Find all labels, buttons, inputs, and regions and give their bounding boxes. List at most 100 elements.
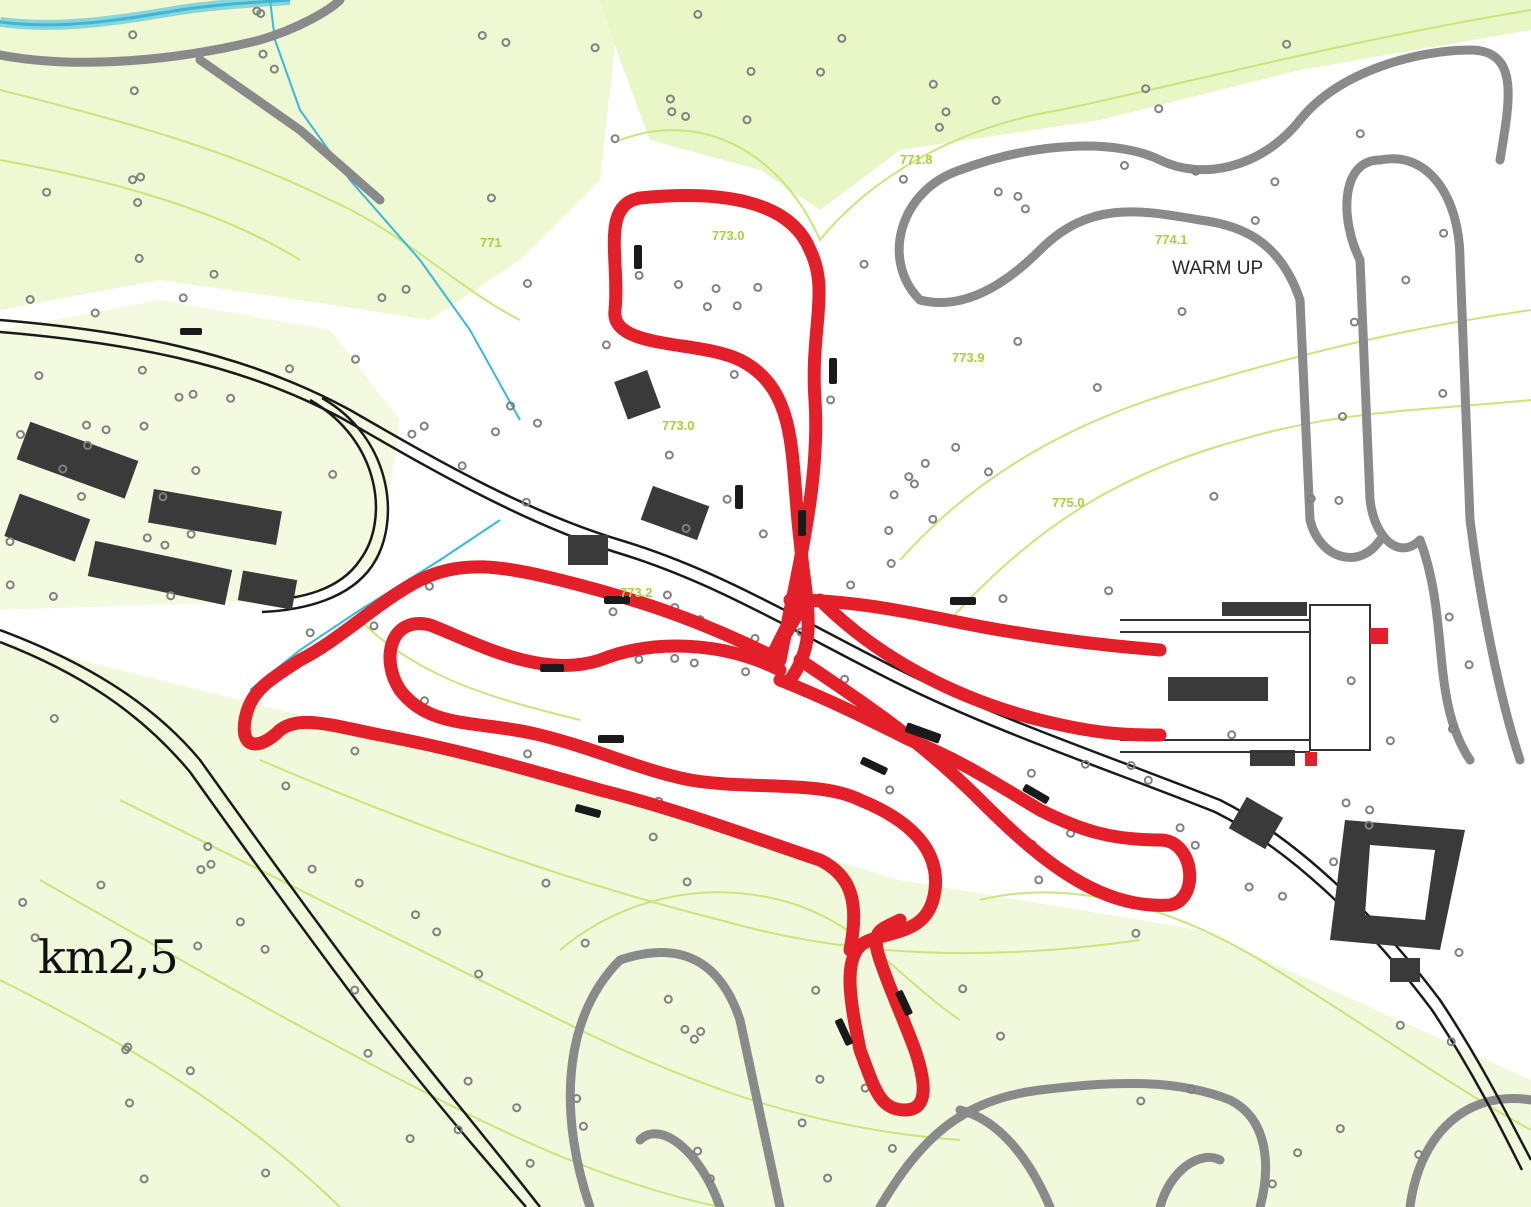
tree-marker bbox=[1444, 612, 1454, 622]
tree-marker bbox=[25, 295, 35, 304]
tree-marker bbox=[533, 418, 542, 428]
tree-marker bbox=[705, 1174, 715, 1184]
tree-marker bbox=[258, 49, 268, 59]
tree-marker bbox=[1227, 730, 1237, 740]
tree-marker bbox=[1177, 307, 1187, 316]
tree-marker bbox=[351, 354, 360, 364]
tree-marker bbox=[711, 284, 721, 293]
tree-marker bbox=[1143, 775, 1153, 785]
tree-marker bbox=[160, 540, 170, 550]
tree-marker bbox=[209, 269, 219, 279]
tree-marker bbox=[742, 115, 752, 125]
tree-marker bbox=[474, 969, 484, 979]
warm-up-label: WARM UP bbox=[1172, 258, 1264, 279]
scale-label: km2,5 bbox=[38, 930, 179, 984]
elevation-label: 773.9 bbox=[952, 350, 985, 365]
elevation-label: 775.0 bbox=[1052, 495, 1085, 510]
tree-marker bbox=[1270, 177, 1280, 187]
tree-marker bbox=[886, 559, 896, 568]
tree-marker bbox=[206, 859, 216, 869]
tree-marker bbox=[188, 389, 198, 399]
tree-marker bbox=[608, 607, 618, 617]
tree-marker bbox=[129, 86, 139, 96]
tree-marker bbox=[578, 1121, 588, 1131]
tree-marker bbox=[501, 38, 511, 47]
tree-marker bbox=[521, 497, 531, 507]
tree-marker bbox=[541, 878, 551, 888]
tree-marker bbox=[634, 270, 644, 280]
tree-marker bbox=[1414, 1150, 1424, 1159]
tree-marker bbox=[486, 193, 496, 203]
tree-marker bbox=[846, 580, 856, 590]
tree-marker bbox=[139, 421, 149, 431]
tree-marker bbox=[121, 1045, 131, 1055]
tree-marker bbox=[681, 523, 691, 533]
tree-marker bbox=[1190, 840, 1200, 850]
tree-marker bbox=[670, 653, 680, 663]
tree-marker bbox=[203, 842, 213, 851]
tree-marker bbox=[1034, 875, 1044, 885]
tree-marker bbox=[1141, 84, 1151, 94]
tree-marker bbox=[837, 33, 847, 43]
tree-marker bbox=[125, 1098, 134, 1108]
elevation-label: 773.0 bbox=[712, 228, 745, 243]
tree-marker bbox=[815, 1074, 825, 1084]
tree-marker bbox=[196, 865, 206, 875]
tree-marker bbox=[90, 308, 100, 318]
tree-marker bbox=[884, 526, 894, 535]
tree-marker bbox=[823, 1173, 833, 1183]
tree-marker bbox=[1131, 928, 1141, 938]
tree-marker bbox=[185, 1066, 195, 1076]
stadium bbox=[1120, 604, 1388, 766]
tree-marker bbox=[281, 781, 291, 791]
tree-marker bbox=[1191, 166, 1201, 176]
tree-marker bbox=[998, 594, 1008, 604]
tree-marker bbox=[920, 458, 930, 468]
tree-marker bbox=[689, 1034, 699, 1044]
tree-marker bbox=[667, 107, 677, 117]
tree-marker bbox=[729, 370, 739, 379]
tree-marker bbox=[662, 590, 672, 600]
tree-marker bbox=[419, 421, 429, 431]
race-course bbox=[237, 189, 1197, 1117]
tree-marker bbox=[5, 580, 15, 590]
tree-marker bbox=[928, 514, 938, 524]
tree-marker bbox=[226, 393, 236, 403]
tree-marker bbox=[1446, 1037, 1456, 1047]
tree-marker bbox=[1175, 823, 1185, 833]
tree-marker bbox=[158, 492, 168, 502]
tree-marker bbox=[572, 1094, 582, 1103]
tree-marker bbox=[951, 442, 961, 452]
tree-marker bbox=[753, 282, 763, 292]
tree-marker bbox=[261, 1168, 271, 1178]
tree-marker bbox=[1329, 857, 1339, 867]
tree-marker bbox=[1154, 104, 1164, 114]
tree-marker bbox=[1293, 1148, 1303, 1158]
tree-marker bbox=[1338, 412, 1347, 421]
tree-marker bbox=[991, 95, 1001, 105]
tree-marker bbox=[681, 111, 691, 121]
elevation-label: 773.2 bbox=[620, 585, 653, 600]
tree-marker bbox=[407, 429, 417, 439]
tree-marker bbox=[128, 175, 138, 185]
tree-marker bbox=[354, 878, 364, 888]
tree-marker bbox=[1349, 317, 1359, 327]
tree-marker bbox=[816, 67, 825, 77]
tree-marker bbox=[139, 1174, 149, 1184]
tree-marker bbox=[741, 667, 751, 677]
tree-marker bbox=[696, 1027, 706, 1036]
tree-marker bbox=[682, 877, 692, 887]
tree-marker bbox=[101, 425, 111, 435]
tree-marker bbox=[369, 621, 379, 631]
tree-marker bbox=[457, 461, 467, 471]
tree-marker bbox=[1385, 736, 1395, 746]
tree-marker bbox=[1092, 383, 1102, 392]
direction-arrows bbox=[180, 245, 1050, 1046]
tree-marker bbox=[885, 785, 895, 795]
tree-marker bbox=[136, 172, 146, 182]
tree-marker bbox=[1282, 39, 1292, 49]
tree-marker bbox=[1335, 1124, 1345, 1134]
tree-marker bbox=[18, 897, 28, 907]
tree-marker bbox=[1464, 660, 1474, 670]
tree-marker bbox=[453, 1125, 463, 1135]
